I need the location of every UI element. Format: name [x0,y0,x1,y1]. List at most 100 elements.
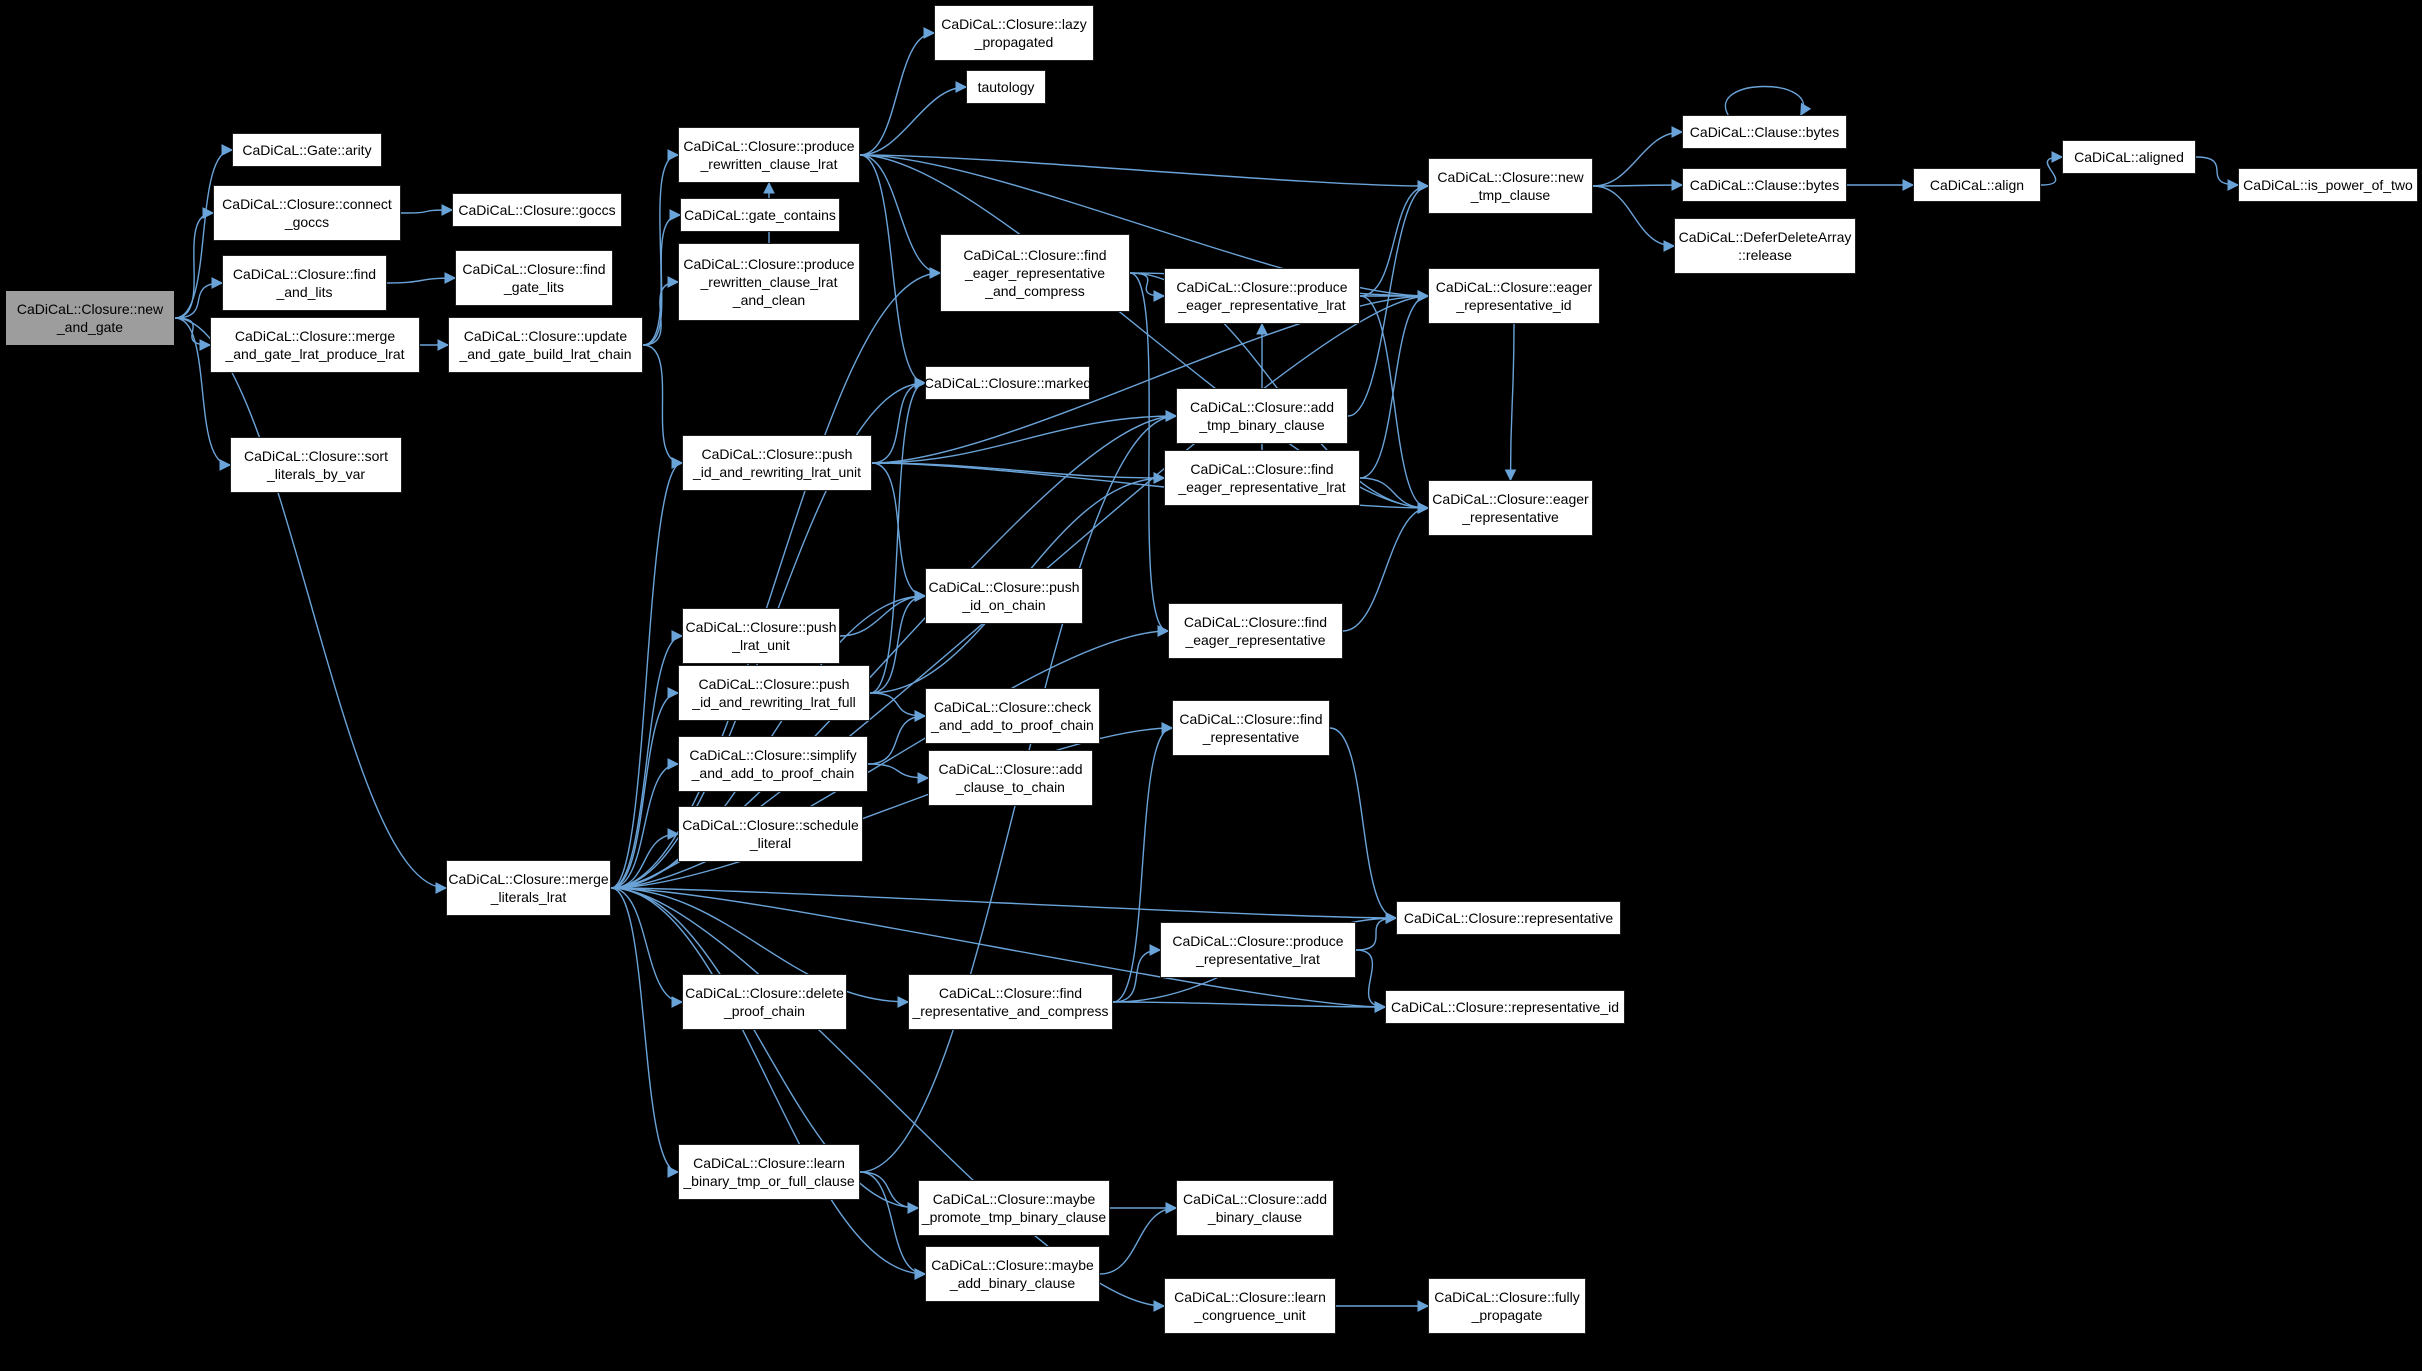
graph-edge-n41-n40 [1355,912,1398,951]
graph-edge-n16-n18 [1592,179,1684,191]
graph-node-n32[interactable]: CaDiCaL::Closure::push _lrat_unit [682,608,840,664]
graph-edge-n43-n44 [1112,1001,1387,1013]
graph-edge-n8-n14 [642,276,680,346]
graph-edge-n35-n40 [1329,727,1398,924]
graph-node-n11[interactable]: tautology [966,70,1046,104]
graph-node-n8[interactable]: CaDiCaL::Closure::update _and_gate_build… [448,317,643,373]
graph-edge-n8-n13 [642,209,682,346]
graph-node-n12[interactable]: CaDiCaL::Closure::produce _rewritten_cla… [678,127,860,183]
graph-edge-n39-n46 [610,887,920,1214]
graph-edge-n39-n33 [610,687,680,889]
graph-node-n14[interactable]: CaDiCaL::Closure::produce _rewritten_cla… [678,243,860,321]
graph-node-n19[interactable]: CaDiCaL::align [1913,168,2041,202]
graph-edge-n39-n36 [610,758,680,889]
graph-node-n17[interactable]: CaDiCaL::Clause::bytes [1682,115,1847,149]
graph-node-n49[interactable]: CaDiCaL::Closure::learn _congruence_unit [1164,1278,1336,1334]
graph-node-n33[interactable]: CaDiCaL::Closure::push _id_and_rewriting… [678,665,870,721]
graph-edge-n26-n16 [1347,180,1430,417]
graph-edge-n39-n42 [610,887,684,1008]
graph-edge-n12-n24 [859,154,1430,302]
graph-edge-n39-n15 [610,267,942,889]
graph-edge-n39-n45 [610,887,680,1178]
graph-node-n2[interactable]: CaDiCaL::Gate::arity [232,133,382,167]
graph-node-n39[interactable]: CaDiCaL::Closure::merge _literals_lrat [446,860,611,916]
graph-node-n7[interactable]: CaDiCaL::Closure::merge _and_gate_lrat_p… [210,317,420,373]
graph-node-n20[interactable]: CaDiCaL::aligned [2062,140,2196,174]
graph-node-n30[interactable]: CaDiCaL::Closure::push _id_on_chain [925,568,1083,624]
graph-edge-n5-n6 [386,272,457,284]
graph-edge-n48-n47 [1099,1202,1178,1275]
graph-node-n35[interactable]: CaDiCaL::Closure::find _representative [1172,700,1330,756]
graph-node-n48[interactable]: CaDiCaL::Closure::maybe _add_binary_clau… [925,1246,1100,1302]
graph-edge-n1-n5 [174,277,224,319]
graph-node-n10[interactable]: CaDiCaL::Closure::lazy _propagated [934,5,1094,61]
graph-node-n1[interactable]: CaDiCaL::Closure::new _and_gate [5,290,175,346]
graph-node-n6[interactable]: CaDiCaL::Closure::find _gate_lits [455,250,613,306]
graph-node-n5[interactable]: CaDiCaL::Closure::find _and_lits [222,255,387,311]
graph-node-n24[interactable]: CaDiCaL::Closure::eager _representative_… [1428,268,1600,324]
graph-edge-n45-n48 [859,1171,927,1280]
graph-edge-n33-n25 [869,377,927,694]
graph-edge-n12-n11 [859,81,968,156]
graph-node-n4[interactable]: CaDiCaL::Closure::goccs [452,193,622,227]
graph-node-n13[interactable]: CaDiCaL::gate_contains [680,198,840,232]
graph-node-n23[interactable]: CaDiCaL::Closure::produce _eager_represe… [1164,268,1360,324]
graph-node-n29[interactable]: CaDiCaL::Closure::eager _representative [1428,480,1593,536]
graph-edge-n27-n28 [871,462,1166,484]
graph-edge-n39-n49 [610,887,1166,1312]
graph-edge-n41-n44 [1355,949,1387,1013]
graph-node-n9[interactable]: CaDiCaL::Closure::sort _literals_by_var [230,437,402,493]
graph-node-n46[interactable]: CaDiCaL::Closure::maybe _promote_tmp_bin… [918,1180,1110,1236]
graph-node-n26[interactable]: CaDiCaL::Closure::add _tmp_binary_clause [1176,388,1348,444]
graph-edge-n36-n37 [867,763,930,784]
graph-node-n36[interactable]: CaDiCaL::Closure::simplify _and_add_to_p… [678,736,868,792]
graph-node-n50[interactable]: CaDiCaL::Closure::fully _propagate [1428,1278,1586,1334]
graph-edge-n3-n4 [400,204,454,216]
graph-node-n16[interactable]: CaDiCaL::Closure::new _tmp_clause [1428,158,1593,214]
graph-edge-n39-n27 [610,457,684,889]
graph-node-n15[interactable]: CaDiCaL::Closure::find _eager_representa… [940,234,1130,312]
graph-edge-n1-n7 [174,317,212,351]
graph-edge-n12-n25 [859,154,927,389]
graph-node-n37[interactable]: CaDiCaL::Closure::add _clause_to_chain [928,750,1093,806]
graph-node-n31[interactable]: CaDiCaL::Closure::find _eager_representa… [1168,603,1343,659]
graph-edge-n43-n35 [1112,722,1174,1003]
graph-edge-n16-n22 [1592,185,1676,252]
graph-node-n18[interactable]: CaDiCaL::Clause::bytes [1682,168,1847,202]
graph-edge-n20-n21 [2195,156,2240,191]
graph-edge-n15-n31 [1129,272,1170,637]
graph-node-n40[interactable]: CaDiCaL::Closure::representative [1396,901,1621,935]
graph-node-n45[interactable]: CaDiCaL::Closure::learn _binary_tmp_or_f… [678,1144,860,1200]
graph-edge-n45-n46 [859,1171,920,1214]
graph-node-n21[interactable]: CaDiCaL::is_power_of_two [2238,168,2418,202]
graph-edge-n36-n34 [867,710,927,765]
graph-edge-n1-n9 [174,317,232,471]
graph-edge-n39-n40 [610,887,1398,924]
graph-edge-n1-n39 [174,317,448,894]
graph-node-n28[interactable]: CaDiCaL::Closure::find _eager_representa… [1164,450,1360,506]
graph-node-n42[interactable]: CaDiCaL::Closure::delete _proof_chain [682,974,847,1030]
graph-edge-n39-n44 [610,887,1387,1013]
graph-node-n38[interactable]: CaDiCaL::Closure::schedule _literal [678,806,863,862]
graph-node-n44[interactable]: CaDiCaL::Closure::representative_id [1385,990,1625,1024]
graph-node-n25[interactable]: CaDiCaL::Closure::marked [924,366,1091,400]
graph-node-n43[interactable]: CaDiCaL::Closure::find _representative_a… [908,974,1113,1030]
graph-edge-n23-n29 [1359,295,1430,514]
graph-edge-n28-n29 [1359,477,1430,514]
graph-node-n27[interactable]: CaDiCaL::Closure::push _id_and_rewriting… [682,435,872,491]
graph-edge-n33-n30 [869,590,927,694]
graph-edge-n39-n32 [610,630,684,889]
graph-edge-n28-n24 [1359,290,1430,479]
graph-edge-n31-n29 [1342,502,1430,632]
graph-node-n47[interactable]: CaDiCaL::Closure::add _binary_clause [1176,1180,1334,1236]
graph-edge-n24-n29 [1504,323,1517,482]
graph-edge-n1-n2 [174,144,234,319]
graph-edge-n12-n16 [859,154,1430,192]
graph-edge-n17-n17 [1724,85,1812,117]
graph-node-n22[interactable]: CaDiCaL::DeferDeleteArray ::release [1674,218,1856,274]
graph-node-n34[interactable]: CaDiCaL::Closure::check _and_add_to_proo… [925,688,1100,744]
graph-edge-n39-n31 [610,625,1170,889]
graph-node-n41[interactable]: CaDiCaL::Closure::produce _representativ… [1160,922,1356,978]
graph-node-n3[interactable]: CaDiCaL::Closure::connect _goccs [213,185,401,241]
